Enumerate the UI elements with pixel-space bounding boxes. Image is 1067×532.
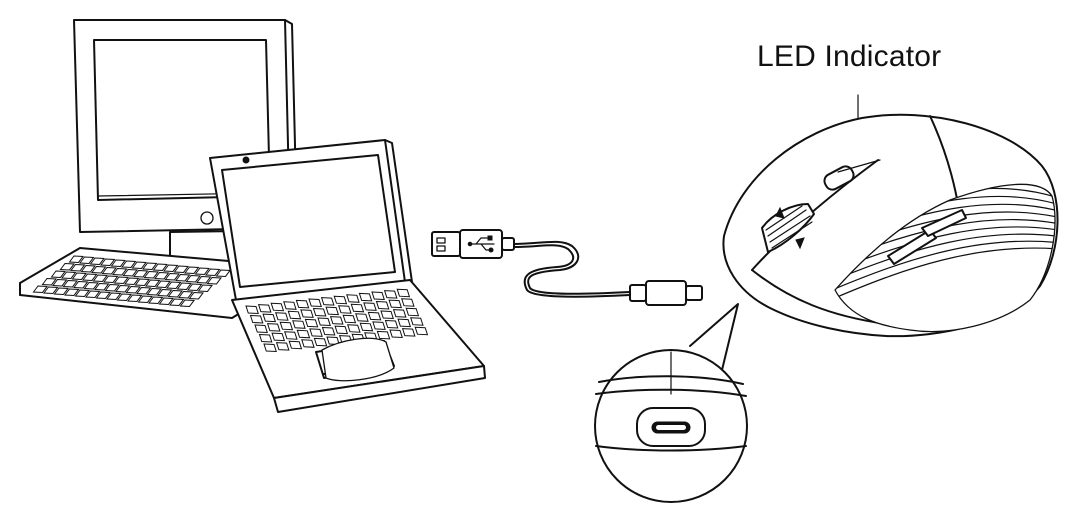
usb-c-icon <box>629 280 703 306</box>
mouse-icon <box>722 113 1059 338</box>
port-zoom-callout <box>594 303 748 503</box>
usb-c-port-icon <box>636 407 706 447</box>
keyboard-icon <box>19 247 246 319</box>
led-indicator-icon <box>823 159 881 191</box>
usb-a-icon <box>431 229 515 259</box>
laptop-icon <box>209 139 486 413</box>
scroll-wheel-icon <box>761 203 815 253</box>
led-indicator-label: LED Indicator <box>757 40 942 73</box>
usb-cable-icon <box>431 229 703 306</box>
